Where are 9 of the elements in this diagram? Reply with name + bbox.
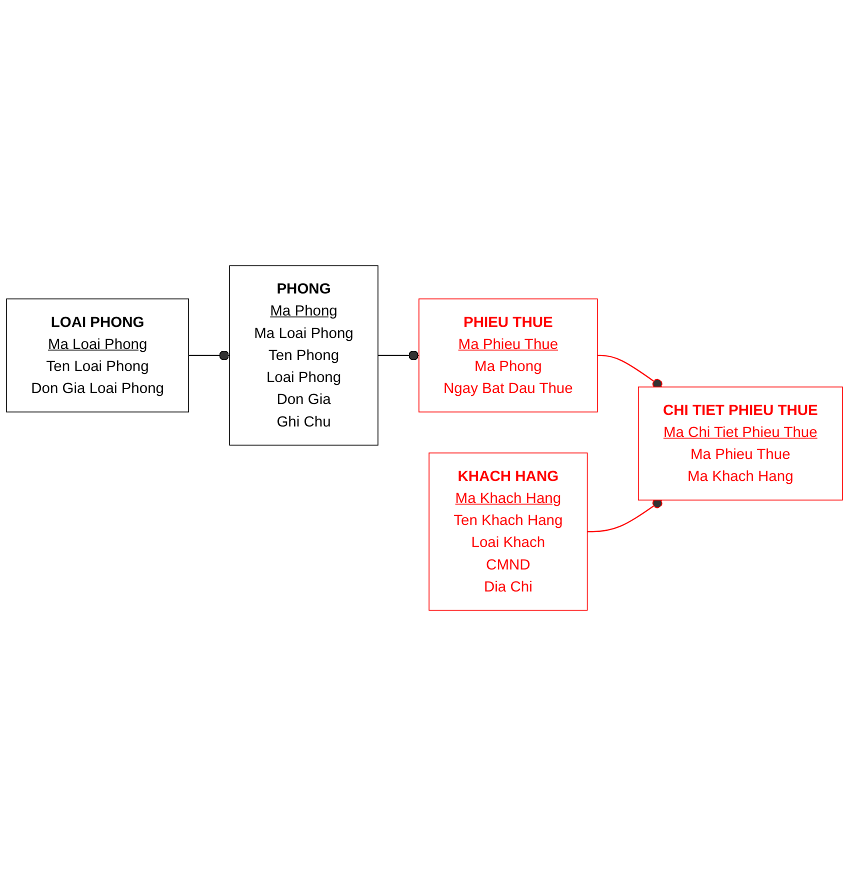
node-box: PHONG Ma Phong Ma Loai Phong Ten Phong Loai Phong Don Gia Ghi Chu	[229, 265, 378, 446]
node-box: PHIEU THUE Ma Phieu Thue Ma Phong Ngay Bat Dau Thue	[418, 298, 598, 412]
connector	[597, 354, 662, 389]
node-box: CHI TIET PHIEU THUE Ma Chi Tiet Phieu Thue Ma Phieu Thue Ma Khach Hang	[638, 386, 843, 500]
connector	[188, 350, 230, 360]
node-box: LOAI PHONG Ma Loai Phong Ten Loai Phong Don Gia Loai Phong	[6, 298, 189, 412]
node-box: KHACH HANG Ma Khach Hang Ten Khach Hang Loai Khach CMND Dia Chi	[428, 452, 588, 611]
connector	[378, 350, 419, 360]
connector	[587, 498, 662, 532]
